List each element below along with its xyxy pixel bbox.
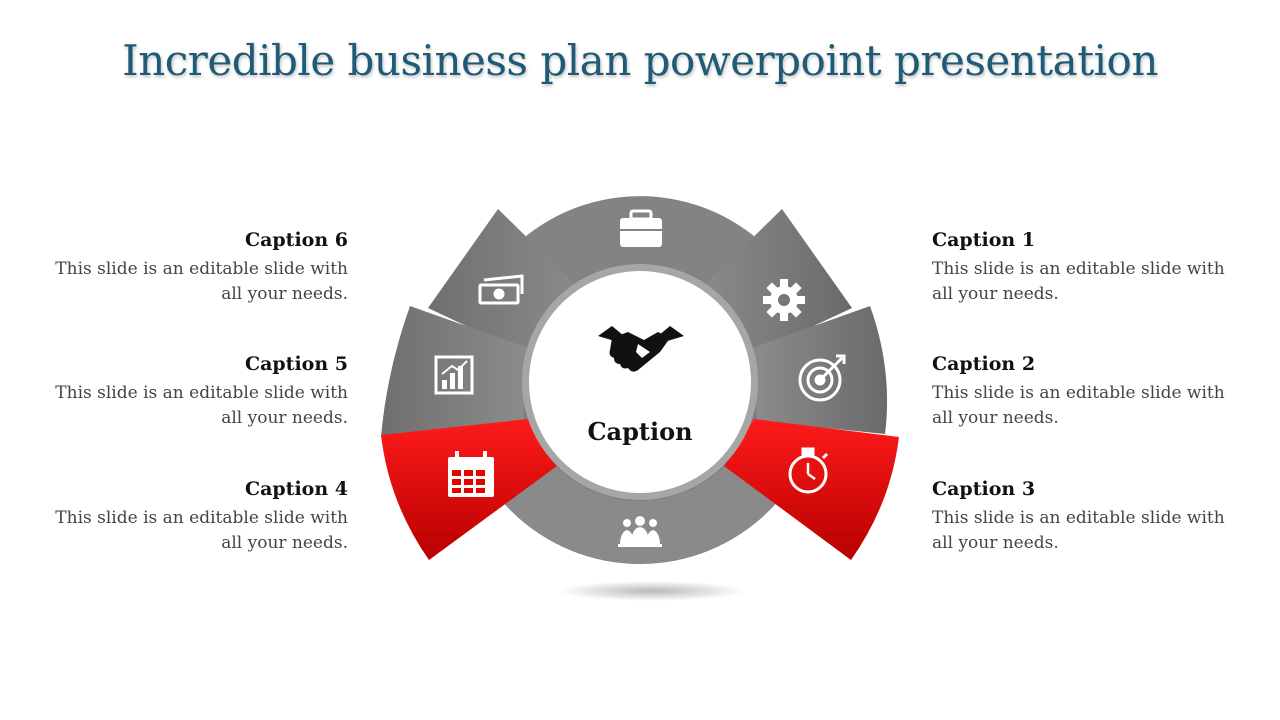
caption-2: Caption 2 This slide is an editable slid… (932, 353, 1232, 431)
slide-title: Incredible business plan powerpoint pres… (122, 36, 1158, 85)
segment-right-bottom (724, 419, 899, 560)
caption-5-body: This slide is an editable slide with all… (55, 383, 348, 428)
team-icon (618, 516, 662, 547)
caption-3-body: This slide is an editable slide with all… (932, 508, 1225, 553)
caption-6-body: This slide is an editable slide with all… (55, 259, 348, 304)
bar-chart-icon (434, 355, 474, 395)
briefcase-icon (620, 209, 662, 247)
caption-3: Caption 3 This slide is an editable slid… (932, 478, 1232, 556)
caption-1-heading: Caption 1 (932, 229, 1036, 251)
money-icon (478, 274, 524, 305)
caption-2-body: This slide is an editable slide with all… (932, 383, 1225, 428)
segment-bottom (498, 458, 782, 564)
segment-right-middle (752, 306, 888, 434)
caption-5: Caption 5 This slide is an editable slid… (48, 353, 348, 431)
handshake-icon (598, 326, 684, 372)
caption-5-heading: Caption 5 (244, 353, 348, 375)
center-caption-label: Caption (587, 417, 692, 446)
caption-4-heading: Caption 4 (244, 478, 348, 500)
stopwatch-icon (788, 447, 829, 494)
target-icon (798, 354, 846, 402)
caption-2-heading: Caption 2 (932, 353, 1036, 375)
center-disc (529, 271, 751, 493)
caption-6: Caption 6 This slide is an editable slid… (48, 229, 348, 307)
diagram-shadow (557, 581, 747, 601)
caption-1: Caption 1 This slide is an editable slid… (932, 229, 1232, 307)
caption-4: Caption 4 This slide is an editable slid… (48, 478, 348, 556)
caption-6-heading: Caption 6 (244, 229, 348, 251)
gear-icon (763, 279, 805, 321)
calendar-icon (448, 451, 494, 497)
caption-1-body: This slide is an editable slide with all… (932, 259, 1225, 304)
segment-left-middle (381, 306, 528, 437)
caption-3-heading: Caption 3 (932, 478, 1036, 500)
caption-4-body: This slide is an editable slide with all… (55, 508, 348, 553)
